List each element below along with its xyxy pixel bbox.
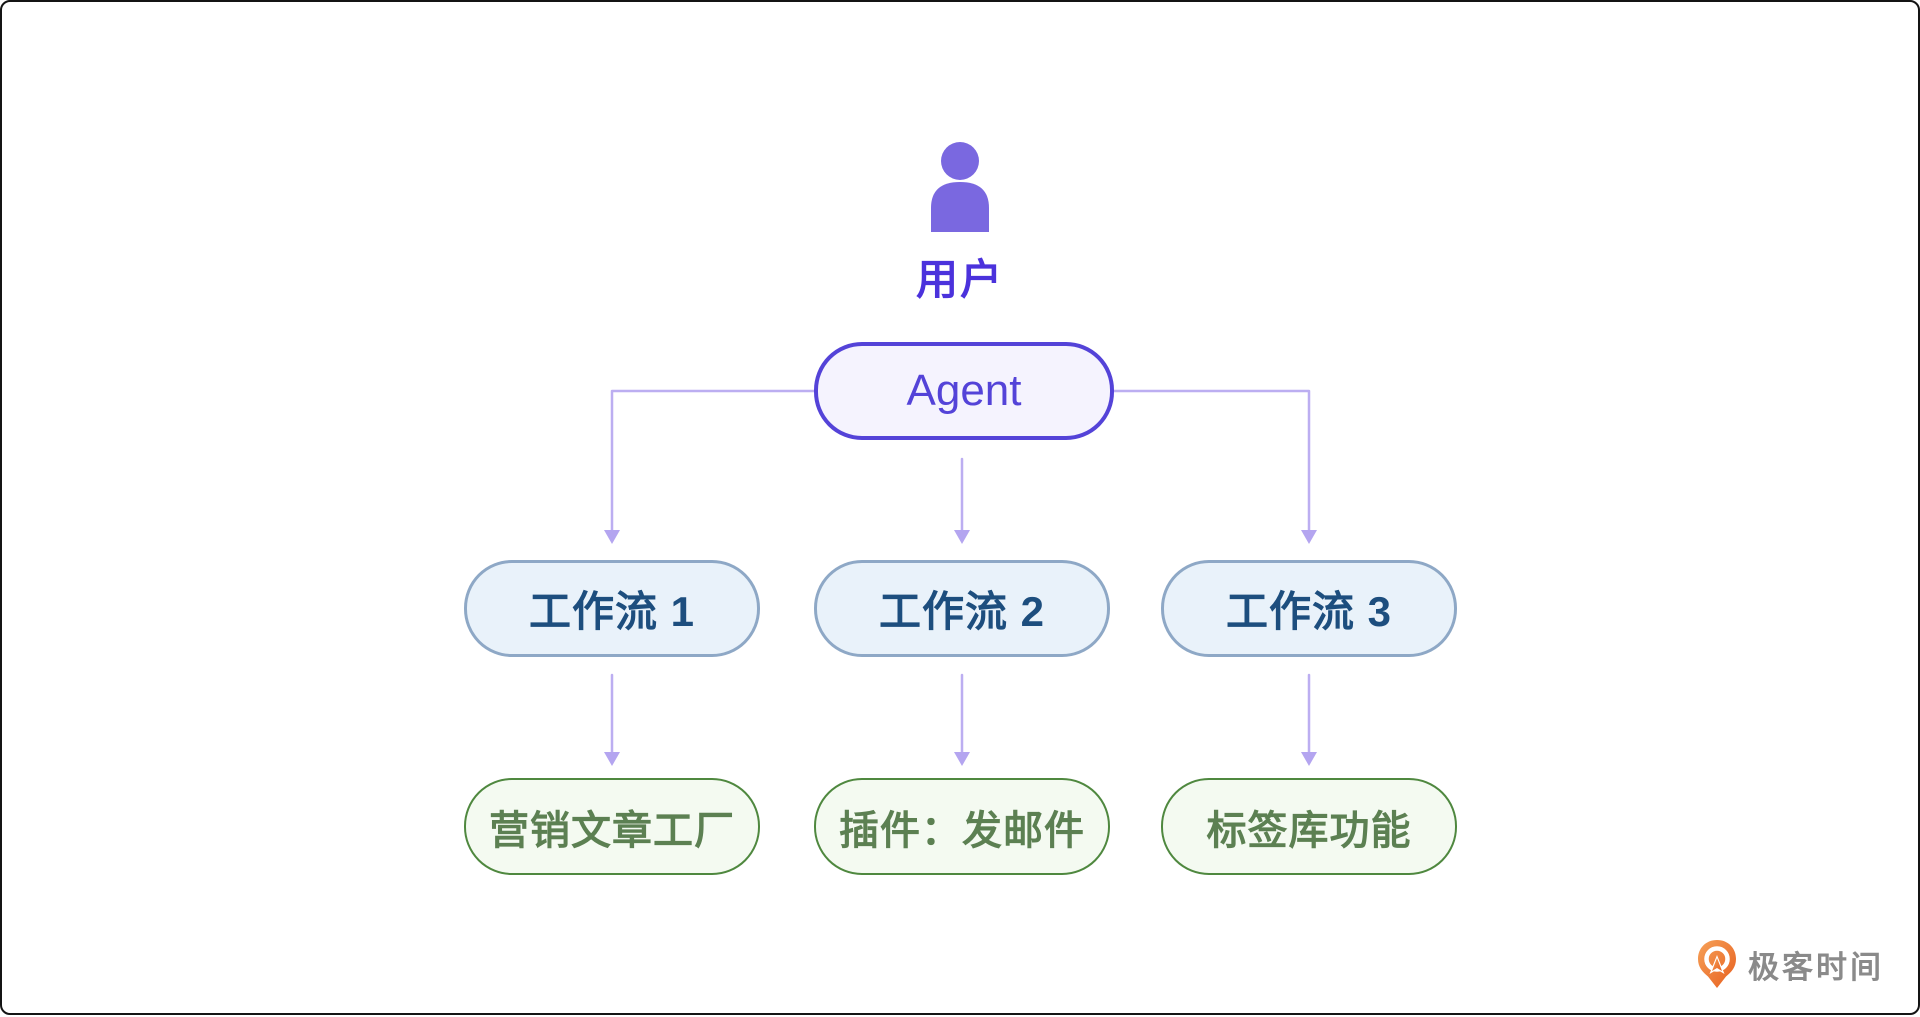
agent-node: Agent	[814, 342, 1114, 440]
user-node: 用户	[860, 140, 1060, 307]
connector-agent-workflow1	[610, 389, 816, 532]
user-person-icon	[931, 142, 989, 232]
geektime-logo-icon	[1698, 940, 1736, 988]
output-node-marketing-article-factory: 营销文章工厂	[464, 778, 760, 875]
connector-agent-workflow3	[1112, 389, 1311, 532]
workflow-2-node: 工作流 2	[814, 560, 1110, 657]
workflow-1-node: 工作流 1	[464, 560, 760, 657]
brand-watermark: 极客时间	[1696, 938, 1884, 990]
output-node-tag-library-feature: 标签库功能	[1161, 778, 1457, 875]
brand-name: 极客时间	[1748, 949, 1884, 985]
workflow-3-node: 工作流 3	[1161, 560, 1457, 657]
user-label: 用户	[915, 256, 1004, 303]
output-node-plugin-send-email: 插件：发邮件	[814, 778, 1110, 875]
